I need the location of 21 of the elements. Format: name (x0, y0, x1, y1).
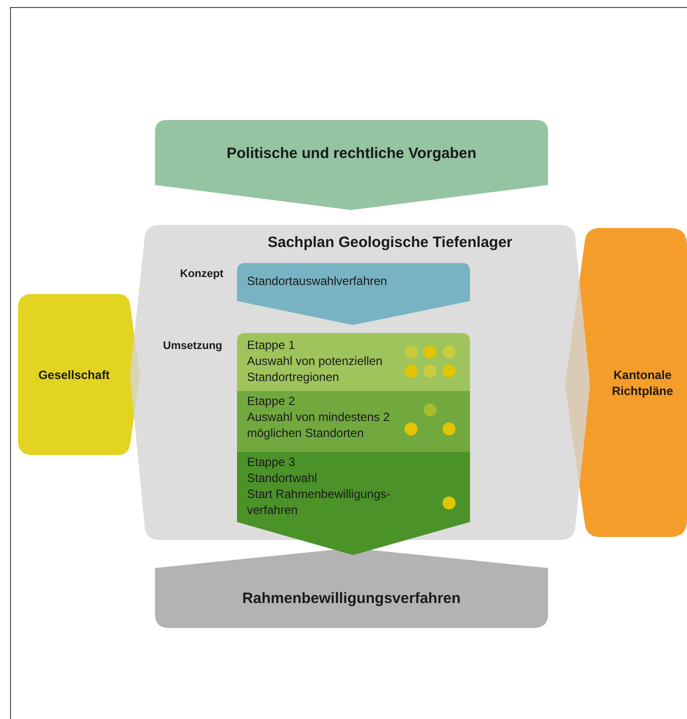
row-label: Konzept (180, 267, 224, 282)
stage-title: Etappe 3 (247, 454, 296, 470)
stage-box (237, 452, 470, 555)
stage-title: Etappe 2 (247, 393, 296, 409)
node-label: Rahmenbewilligungsverfahren (242, 588, 461, 609)
node-label: Kantonale Richtpläne (610, 366, 674, 398)
arrow-shape (155, 548, 548, 628)
node-label: Start Rahmenbewilligungs- verfahren (247, 486, 392, 518)
node-label: Standortwahl (247, 470, 318, 486)
arrow-shape (155, 120, 548, 210)
node-label: Gesellschaft (38, 366, 110, 384)
row-label: Umsetzung (163, 339, 222, 354)
arrow-shape (237, 263, 470, 325)
node-label: Politische und rechtliche Vorgaben (226, 144, 476, 164)
node-label: Sachplan Geologische Tiefenlager (268, 233, 512, 253)
stage-box (237, 391, 470, 452)
node-label: Auswahl von potenziellen Standortregionen (247, 353, 384, 385)
stage-title: Etappe 1 (247, 337, 296, 353)
stage-box (237, 333, 470, 391)
node-label: Standortauswahlverfahren (247, 274, 388, 288)
node-label: Auswahl von mindestens 2 möglichen Standorten (247, 409, 391, 441)
